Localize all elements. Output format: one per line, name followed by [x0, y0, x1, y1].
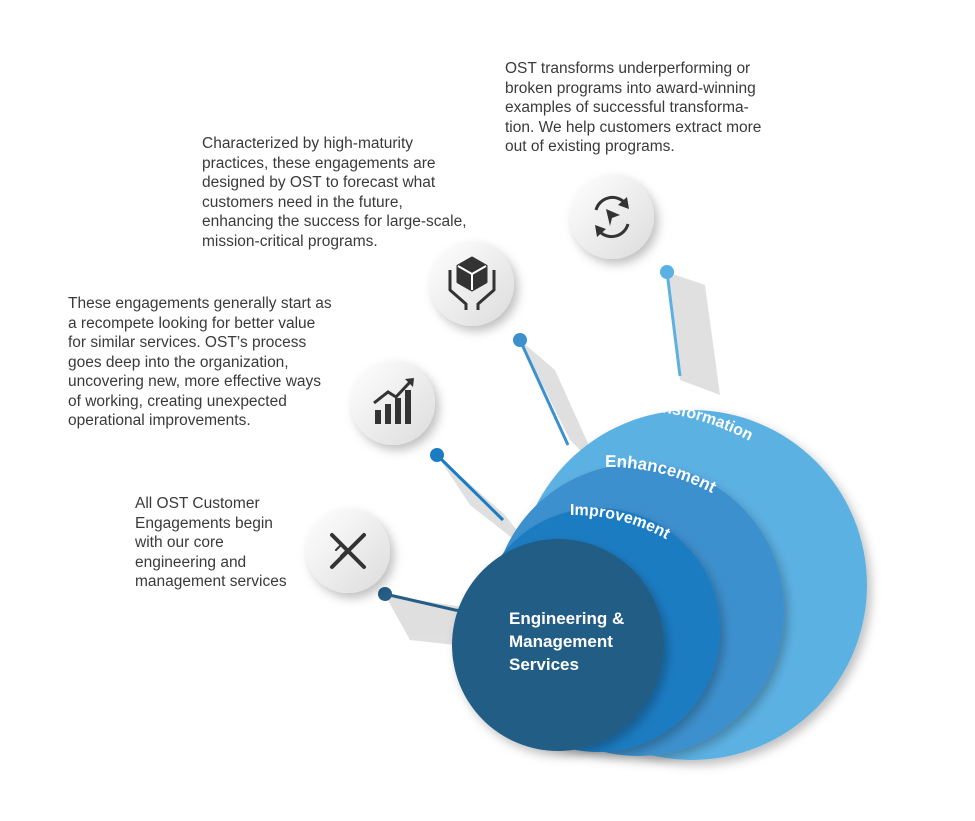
cycle-cursor-icon: [594, 195, 630, 239]
description-enhancement: Characterized by high-maturity practices…: [202, 135, 467, 250]
tier-label-engineering-line3: Services: [509, 655, 579, 674]
tier-label-engineering-line1: Engineering &: [509, 609, 624, 628]
tier-circles: [452, 410, 867, 760]
connector-dot-enhancement: [513, 333, 527, 347]
connector-dot-engineering: [378, 587, 392, 601]
connector-dot-transformation: [660, 265, 674, 279]
description-improvement: These engagements generally start as a r…: [68, 295, 332, 429]
hands-box-icon: [448, 256, 496, 310]
tools-icon: [330, 533, 366, 569]
connector-engineering: [384, 592, 470, 612]
connector-dot-improvement: [430, 448, 444, 462]
connector-improvement: [435, 453, 505, 522]
connector-enhancement: [518, 339, 570, 446]
tier-label-engineering-line2: Management: [509, 632, 613, 651]
description-engineering: All OST Customer Engagements begin with …: [135, 495, 287, 590]
connector-dots: [378, 265, 674, 601]
growth-chart-icon: [373, 378, 414, 424]
growth-chart-icon-badge: [351, 361, 435, 445]
description-transformation: OST transforms underperforming or broken…: [505, 60, 762, 155]
tier-label-engineering: Engineering & Management Services: [509, 609, 629, 674]
connectors: [384, 271, 682, 612]
connector-transformation: [665, 271, 682, 377]
tier-circle-engineering: [452, 539, 664, 751]
